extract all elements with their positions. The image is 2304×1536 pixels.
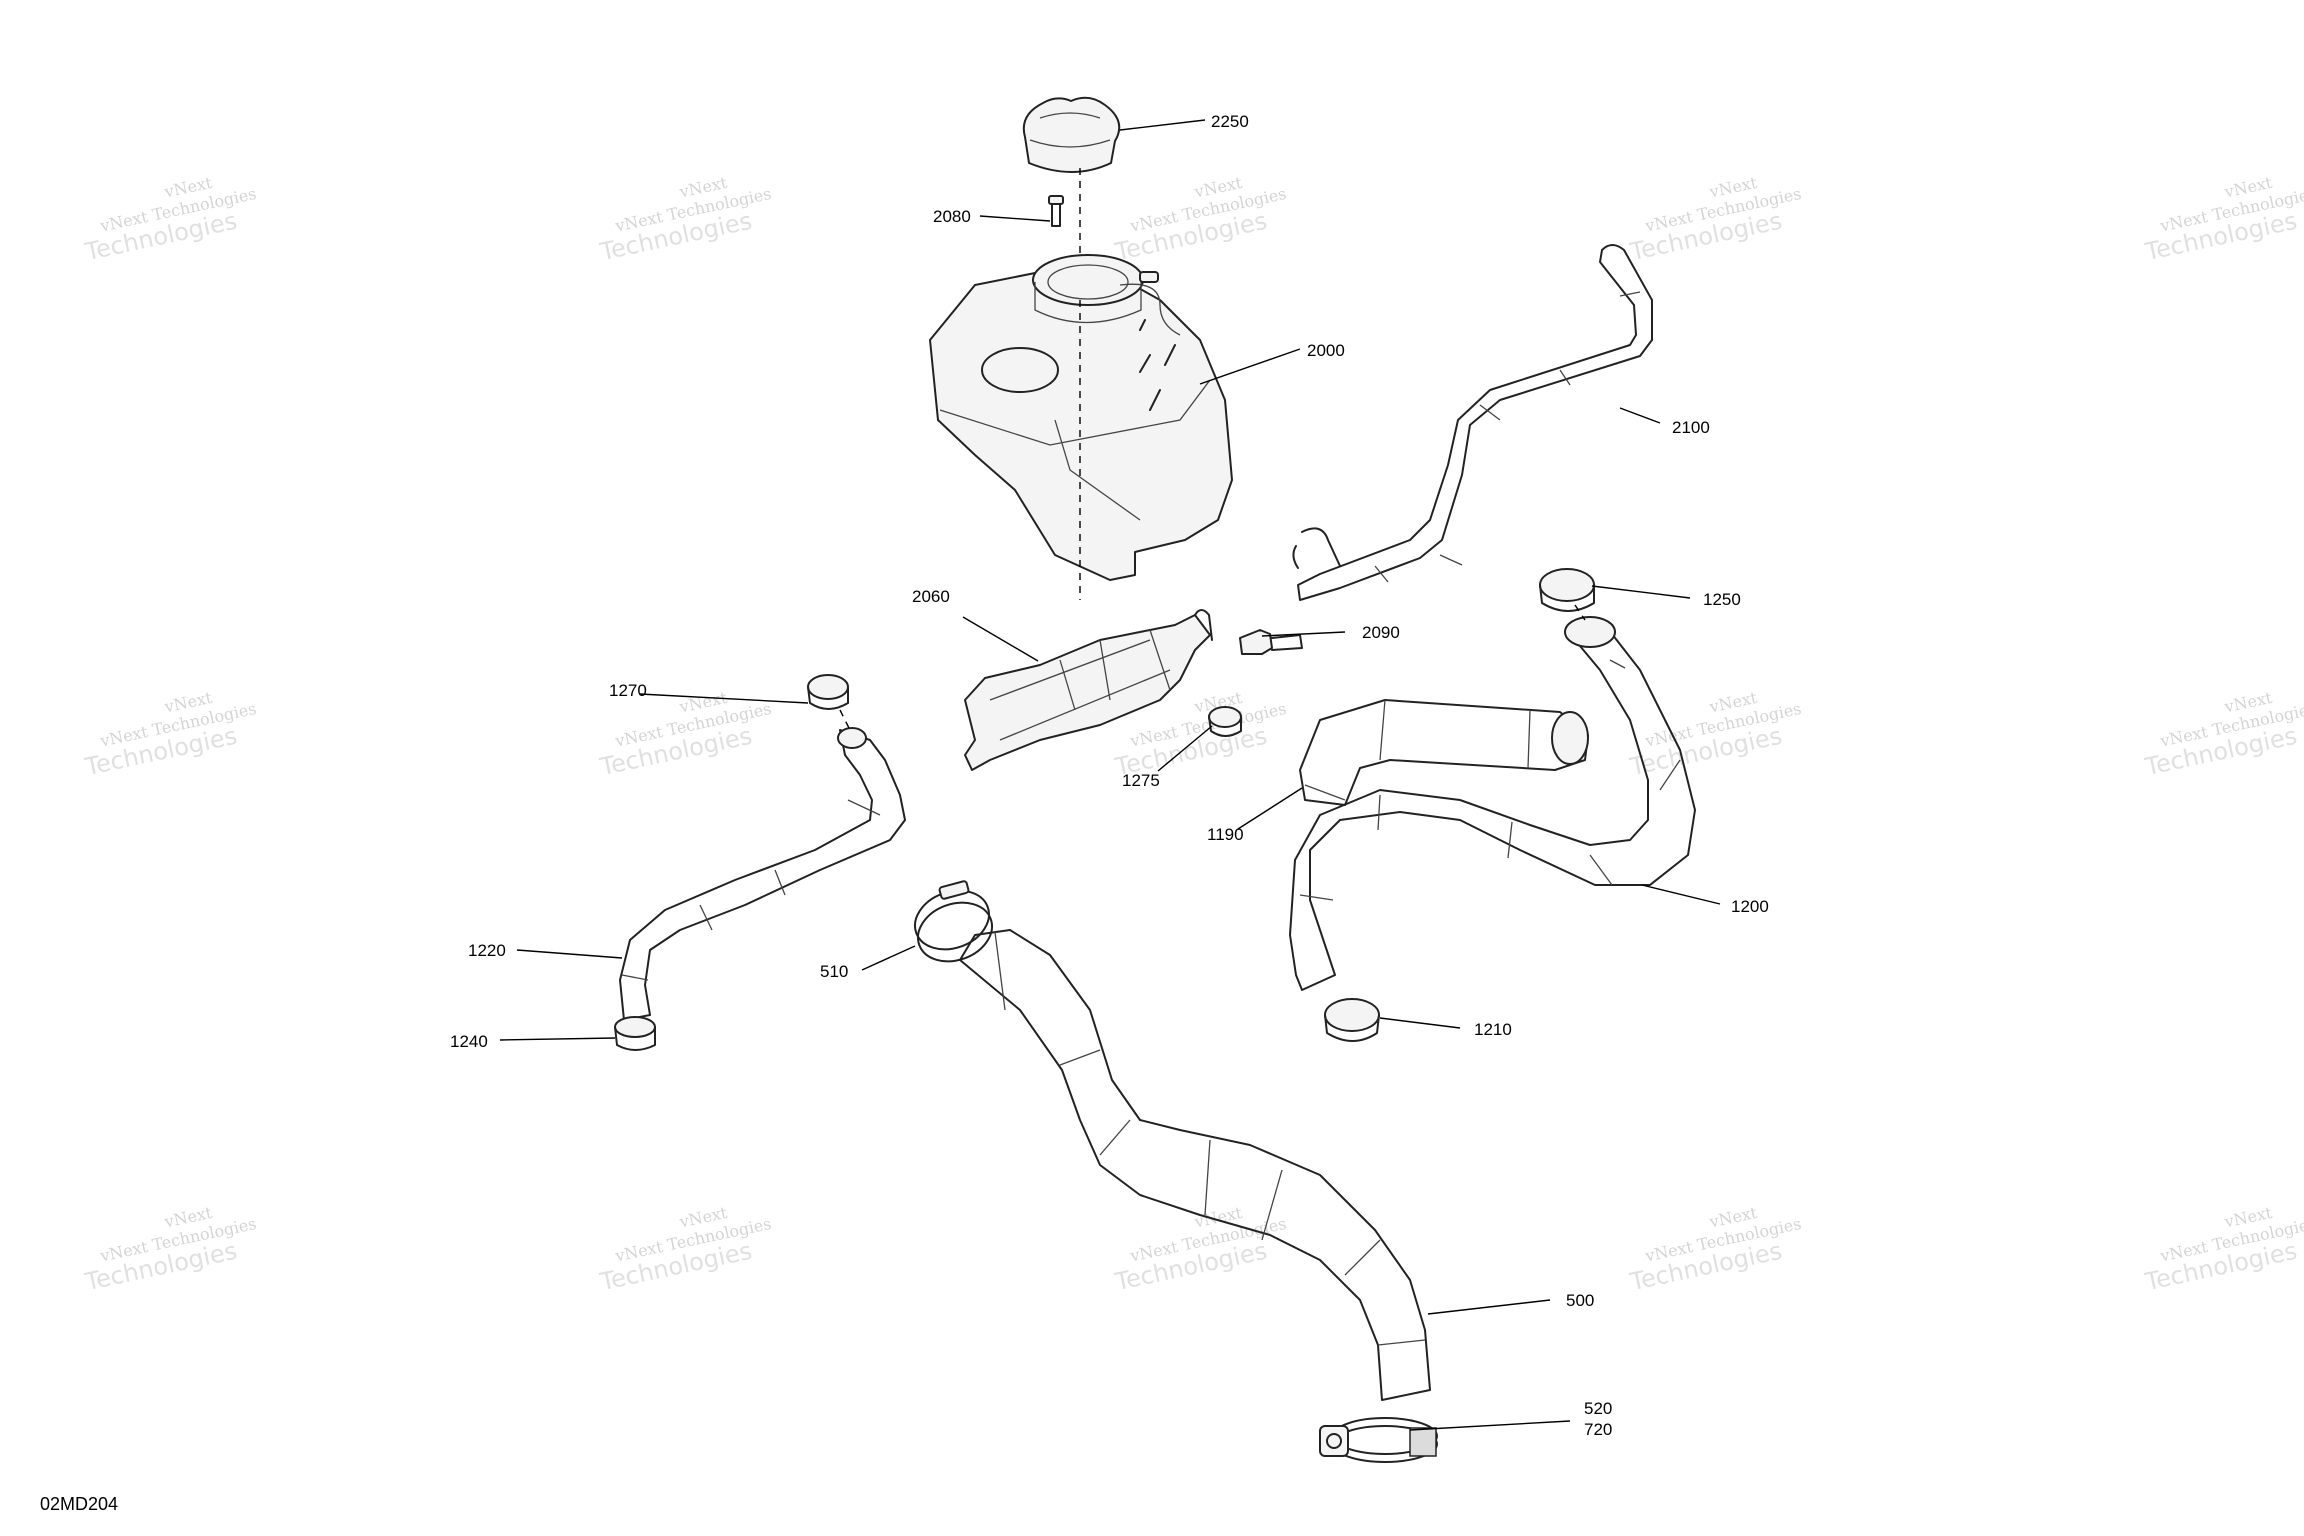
drawing-code: 02MD204 — [40, 1494, 118, 1514]
callout-2250: 2250 — [1211, 112, 1249, 131]
clamp-1270 — [807, 674, 849, 710]
clamp-1250 — [1539, 568, 1595, 612]
hose-1200 — [1289, 616, 1696, 991]
assembly-line-1250 — [1574, 604, 1586, 621]
tank-2000 — [929, 254, 1233, 581]
hose-1190 — [1299, 699, 1589, 806]
callout-510: 510 — [820, 962, 848, 981]
callout-1210: 1210 — [1474, 1020, 1512, 1039]
hose-500 — [959, 929, 1431, 1401]
callout-1275: 1275 — [1122, 771, 1160, 790]
clamp-520-720 — [1319, 1417, 1438, 1463]
clamp-1210 — [1324, 998, 1380, 1042]
callout-2100: 2100 — [1672, 418, 1710, 437]
callout-1270: 1270 — [609, 681, 647, 700]
callout-1200: 1200 — [1731, 897, 1769, 916]
callout-720: 720 — [1584, 1420, 1612, 1439]
assembly-line-1270 — [839, 709, 851, 731]
clamp-510 — [914, 880, 993, 963]
callout-2000: 2000 — [1307, 341, 1345, 360]
bolt-2090 — [1239, 629, 1303, 655]
bracket-2060 — [964, 609, 1213, 771]
callout-1190: 1190 — [1207, 825, 1244, 844]
callout-520: 520 — [1584, 1399, 1612, 1418]
leader-lines — [499, 119, 1721, 1431]
callout-2060: 2060 — [912, 587, 950, 606]
clamp-1275 — [1208, 706, 1242, 737]
callout-500: 500 — [1566, 1291, 1594, 1310]
callout-2090: 2090 — [1362, 623, 1400, 642]
callout-labels: 2250 2080 2000 2100 1250 2060 2090 1270 … — [450, 112, 1769, 1439]
callout-1220: 1220 — [468, 941, 506, 960]
hose-1220 — [619, 727, 906, 1021]
callout-1240: 1240 — [450, 1032, 488, 1051]
cap-2250 — [1022, 96, 1121, 173]
callout-1250: 1250 — [1703, 590, 1741, 609]
callout-2080: 2080 — [933, 207, 971, 226]
screw-2080 — [1048, 195, 1064, 227]
vent-hose-2100 — [1292, 244, 1653, 601]
clamp-1240 — [614, 1016, 656, 1051]
